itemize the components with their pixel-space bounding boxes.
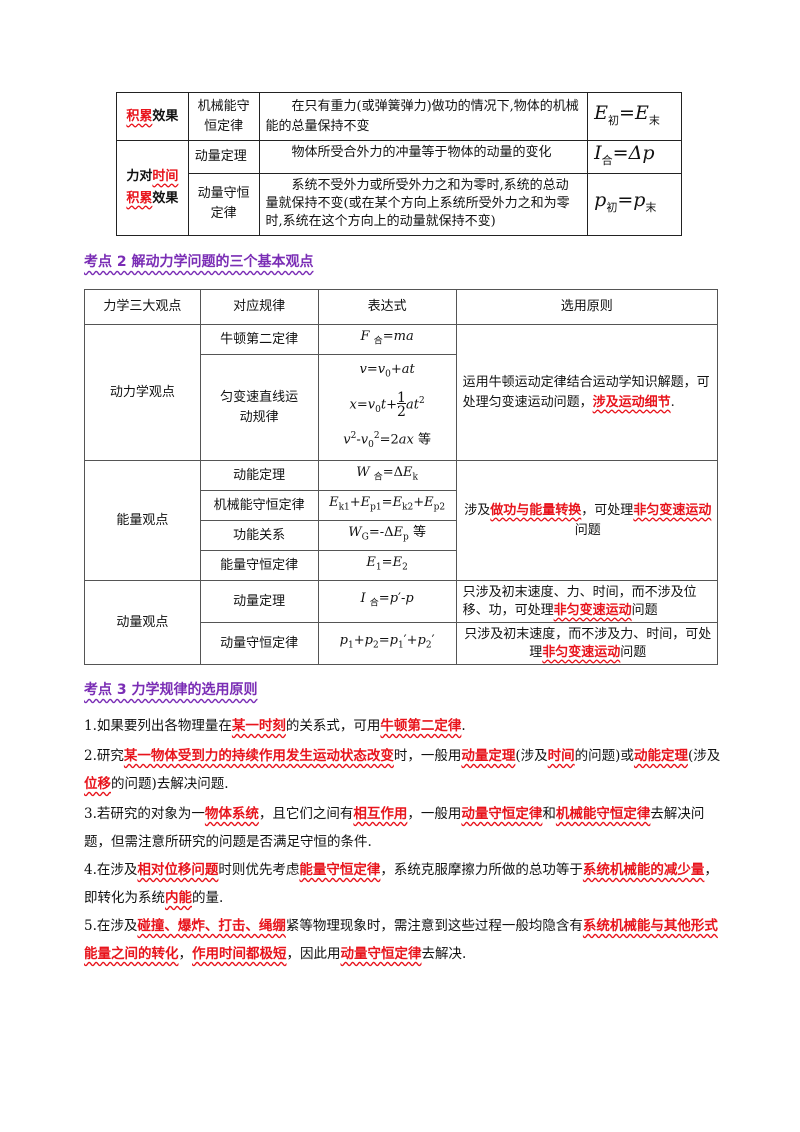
- section-3-title: 考点 3 力学规律的选用原则: [84, 682, 258, 698]
- law-cell: 动量守恒定律: [187, 172, 260, 236]
- principle-energy: 涉及做功与能量转换，可处理非匀变速运动问题: [455, 460, 719, 581]
- expression-momentum-conservation: p1+p2=p1′+p2′: [317, 622, 457, 665]
- category-cell: 积累效果: [116, 92, 189, 141]
- viewpoint-momentum: 动量观点: [84, 580, 201, 665]
- paragraph-5: 5.在涉及碰撞、爆炸、打击、绳绷紧等物理现象时，需注意到这些过程一般均隐含有系统…: [84, 918, 718, 962]
- paragraph-3: 3.若研究的对象为一物体系统，且它们之间有相互作用，一般用动量守恒定律和机械能守…: [84, 806, 705, 850]
- formula-cell: p初=p末: [587, 172, 682, 236]
- formula: I合=Δp: [594, 142, 655, 167]
- section-2-title: 考点 2 解动力学问题的三个基本观点: [84, 254, 314, 270]
- header-principle: 选用原则: [455, 289, 719, 325]
- expression-mechanical: Ek1+Ep1=Ek2+Ep2: [317, 490, 457, 521]
- law-work-energy-relation: 功能关系: [199, 520, 319, 551]
- three-viewpoints-table: 力学三大观点 对应规律 表达式 选用原则 动力学观点 牛顿第二定律 F 合=ma…: [84, 289, 719, 665]
- law-uniform-acceleration: 匀变速直线运动规律: [199, 354, 319, 461]
- expression-momentum-theorem: I 合=p′-p: [317, 580, 457, 623]
- law-cell: 机械能守恒定律: [187, 92, 260, 141]
- law-description: 系统不受外力或所受外力之和为零时,系统的总动量就保持不变(或在某个方向上系统所受…: [258, 172, 589, 236]
- paragraph-1: 1.如果要列出各物理量在某一时刻的关系式，可用牛顿第二定律.: [84, 718, 466, 734]
- law-cell: 动量定理: [187, 140, 260, 174]
- category-cell: 力对时间 积累效果: [116, 140, 189, 236]
- law-kinetic-energy-theorem: 动能定理: [199, 460, 319, 491]
- expression-work-energy: WG=-ΔEp 等: [317, 520, 457, 551]
- law-description: 在只有重力(或弹簧弹力)做功的情况下,物体的机械能的总量保持不变: [258, 92, 589, 141]
- principle-momentum-conservation: 只涉及初末速度，而不涉及力、时间，可处理非匀变速运动问题: [455, 622, 719, 665]
- category-red-text: 积累: [126, 108, 153, 124]
- principle-momentum-theorem: 只涉及初末速度、力、时间，而不涉及位移、功，可处理非匀变速运动问题: [455, 580, 719, 623]
- law-description: 物体所受合外力的冲量等于物体的动量的变化: [258, 140, 589, 174]
- formula: p初=p末: [594, 189, 657, 215]
- formula-cell: E初=E末: [587, 92, 682, 141]
- law-momentum-conservation: 动量守恒定律: [199, 622, 319, 665]
- header-expression: 表达式: [317, 289, 457, 325]
- law-newton-second: 牛顿第二定律: [199, 324, 319, 355]
- viewpoint-energy: 能量观点: [84, 460, 201, 581]
- law-mechanical-energy-conservation: 机械能守恒定律: [199, 490, 319, 521]
- header-law: 对应规律: [199, 289, 319, 325]
- category-text: 效果: [152, 108, 179, 124]
- formula: E初=E末: [594, 101, 660, 127]
- law-momentum-theorem: 动量定理: [199, 580, 319, 623]
- viewpoint-dynamics: 动力学观点: [84, 324, 201, 461]
- expression-energy-conservation: E1=E2: [317, 550, 457, 581]
- expression-newton: F 合=ma: [317, 324, 457, 355]
- paragraph-4: 4.在涉及相对位移问题时则优先考虑能量守恒定律，系统克服摩擦力所做的总功等于系统…: [84, 862, 718, 906]
- laws-table-top: 积累效果 机械能守恒定律 在只有重力(或弹簧弹力)做功的情况下,物体的机械能的总…: [116, 92, 682, 236]
- principle-dynamics: 运用牛顿运动定律结合运动学知识解题，可处理匀变速运动问题，涉及运动细节.: [455, 324, 719, 461]
- formula-cell: I合=Δp: [587, 140, 682, 174]
- law-energy-conservation: 能量守恒定律: [199, 550, 319, 581]
- expression-kinetic: W 合=ΔEk: [317, 460, 457, 491]
- header-viewpoint: 力学三大观点: [84, 289, 201, 325]
- paragraph-2: 2.研究某一物体受到力的持续作用发生运动状态改变时，一般用动量定理(涉及时间的问…: [84, 748, 721, 792]
